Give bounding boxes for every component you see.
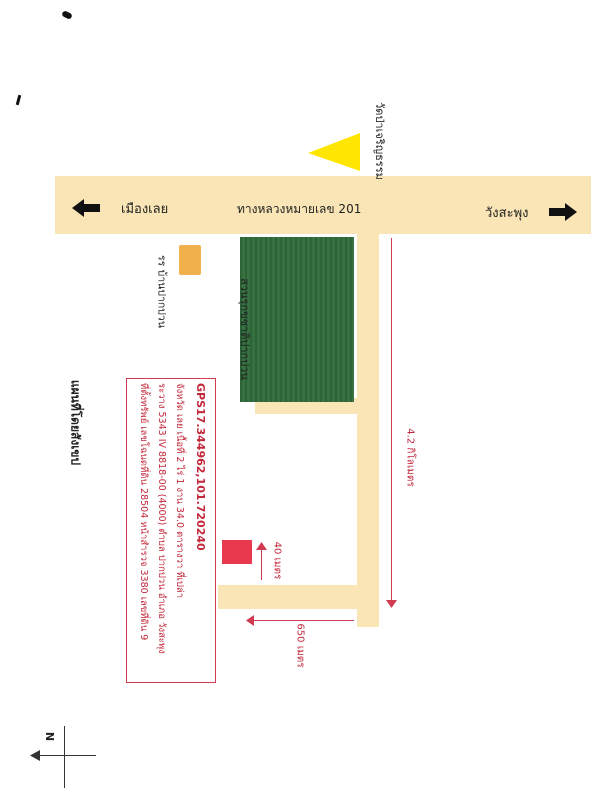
scan-speck [15, 94, 22, 106]
property-info-box: ที่ตั้งทรัพย์ เลขโฉนดที่ดิน 28504 หน้าสำ… [126, 378, 216, 683]
compass-arrowhead-icon [30, 750, 40, 761]
scan-speck [61, 10, 73, 20]
orchard-area [240, 237, 354, 402]
info-line-3: จังหวัด เลย เนื้อที่ 2 ไร่ 1 งาน 34.0 ตา… [174, 383, 185, 599]
school-label: รร บ้านปากปวน [155, 254, 168, 328]
access-road [357, 234, 379, 627]
orchard-label: สวนรุกขชาติปากปวน [238, 278, 251, 380]
info-line-4: GPS17.344962,101.720240 [194, 383, 207, 551]
main-highway [55, 176, 591, 234]
school-marker [179, 245, 201, 275]
distance-line-property [261, 548, 262, 580]
map-title: แผนที่โดยสังเขป [68, 379, 83, 466]
right-destination-label: วังสะพุง [485, 206, 529, 221]
arrowhead-icon [386, 600, 397, 608]
road-stub [255, 398, 357, 414]
distance-label-main: 4.2 กิโลเมตร [404, 428, 416, 487]
compass-horizontal [34, 755, 96, 756]
distance-label-side: 650 เมตร [294, 623, 306, 668]
compass-north-label: N [43, 731, 57, 742]
arrowhead-icon [256, 542, 267, 550]
distance-line-side [252, 620, 354, 621]
distance-line-main [391, 238, 392, 604]
compass-icon: N [30, 722, 100, 792]
side-road [218, 585, 358, 609]
property-marker [222, 540, 252, 564]
temple-triangle-icon [308, 133, 360, 171]
temple-label: วัดป่าเจริญธรรม [373, 102, 386, 180]
arrowhead-icon [246, 615, 254, 626]
compass-vertical [64, 726, 65, 788]
info-line-2: ระวาง 5343 IV 8818-00 (4000) ตำบล ปากปวน… [156, 383, 167, 654]
distance-label-property: 40 เมตร [271, 541, 283, 580]
highway-label: ทางหลวงหมายเลข 201 [237, 202, 362, 216]
arrow-right-icon [549, 203, 577, 221]
left-destination-label: เมืองเลย [121, 202, 169, 217]
info-line-1: ที่ตั้งทรัพย์ เลขโฉนดที่ดิน 28504 หน้าสำ… [138, 383, 149, 641]
arrow-left-icon [72, 199, 100, 217]
